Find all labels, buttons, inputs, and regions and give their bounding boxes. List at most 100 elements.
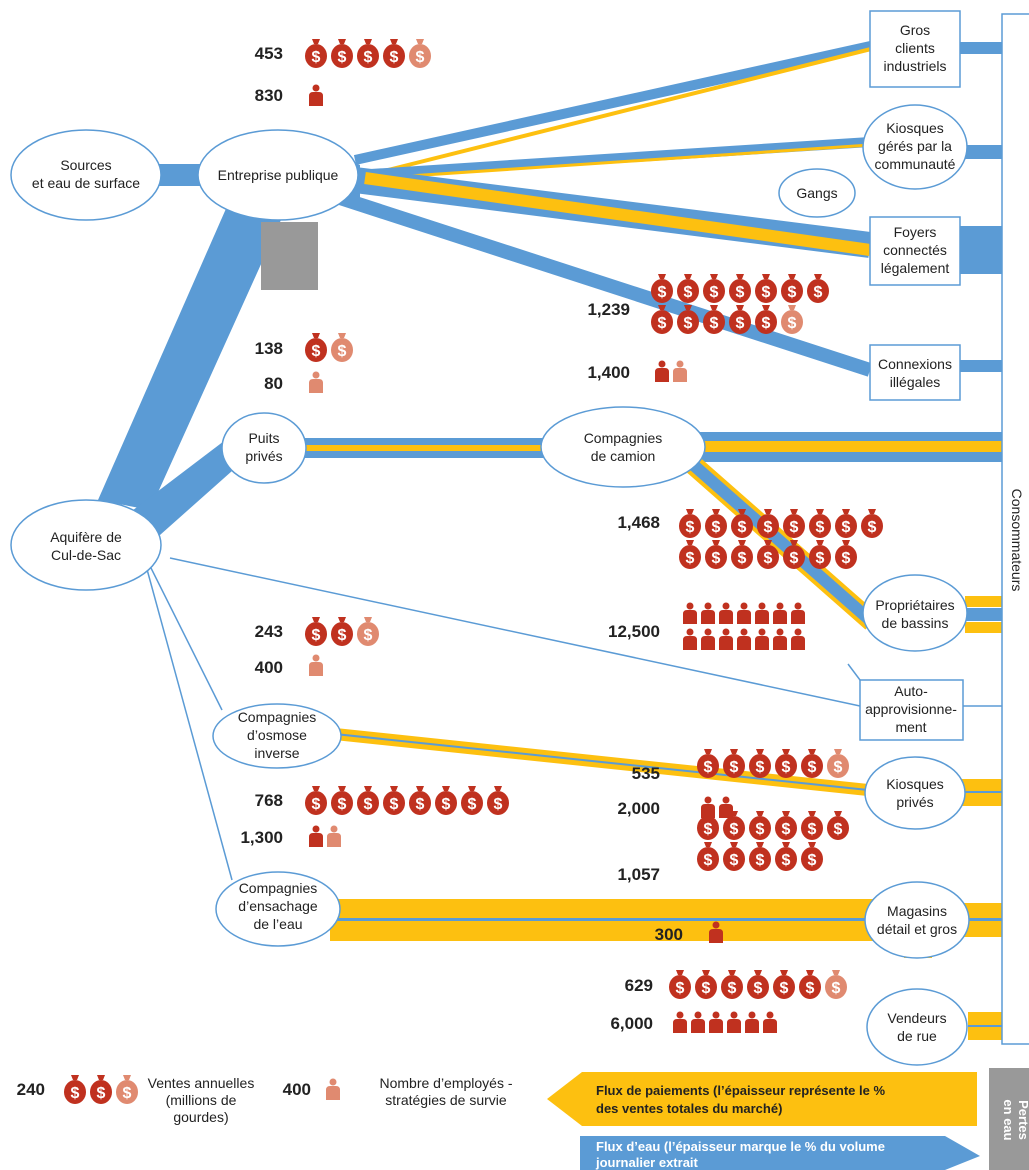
entreprise-employees-icons [309,84,323,106]
money-bag-icon: $ [749,842,771,871]
node-sources[interactable]: Sources et eau de surface [10,129,162,221]
svg-text:$: $ [806,980,815,997]
ensachage-label-line2: d’ensachage [238,898,318,914]
svg-text:$: $ [676,980,685,997]
node-vendeurs-rue[interactable]: Vendeurs de rue [866,988,968,1066]
payment-flow-camion-consumers [690,441,1002,452]
person-half-icon [327,825,341,847]
money-bag-icon: $ [827,811,849,840]
svg-text:$: $ [788,315,797,332]
foyers-line1: Foyers [894,224,937,240]
water-flow-auto-hint [847,663,861,681]
person-icon [309,825,323,847]
money-bag-icon: $ [801,749,823,778]
money-bag-icon: $ [781,274,803,303]
money-bag-half-icon: $ [331,333,353,362]
water-flow-vendeurs-consumers [968,1025,1002,1027]
money-bag-icon: $ [723,842,745,871]
gros-clients-line2: clients [895,40,935,56]
money-bag-icon: $ [677,274,699,303]
osmose-label-line3: inverse [254,745,299,761]
vendeurs-sales-value: 629 [625,976,653,995]
person-icon [773,628,787,650]
node-puits-prives[interactable]: Puits privés [221,412,307,484]
foyers-line2: connectés [883,242,947,258]
person-icon [673,1011,687,1033]
svg-text:$: $ [754,980,763,997]
legend-employees-label-line1: Nombre d’employés - [379,1075,512,1091]
connexions-sales-value: 1,239 [587,300,630,319]
connexions-employees-icons [655,360,687,382]
svg-text:$: $ [494,796,503,813]
node-kiosques-prives[interactable]: Kiosques privés [864,756,966,830]
magasins-employees-value: 300 [655,925,683,944]
gros-clients-line1: Gros [900,22,930,38]
node-foyers[interactable]: Foyers connectés légalement [869,216,961,286]
svg-text:$: $ [808,821,817,838]
vendeurs-sales-icons: $$$$$$$ [669,970,847,999]
foyers-line3: légalement [881,260,950,276]
svg-text:$: $ [834,821,843,838]
connexions-employees-value: 1,400 [587,363,630,382]
money-bag-icon: $ [757,540,779,569]
money-bag-half-icon: $ [357,617,379,646]
auto-line2: approvisionne- [865,701,957,717]
money-bag-icon: $ [679,509,701,538]
money-bag-half-icon: $ [827,749,849,778]
svg-text:$: $ [338,627,347,644]
money-bag-icon: $ [487,786,509,815]
svg-text:$: $ [686,519,695,536]
svg-text:$: $ [712,519,721,536]
legend-person-icon [326,1078,340,1100]
node-layer: Sources et eau de surface Entreprise pub… [10,10,970,1066]
svg-text:$: $ [312,343,321,360]
node-compagnies-ensachage[interactable]: Compagnies d’ensachage de l’eau [215,871,341,947]
puits-label-line2: privés [245,448,282,464]
node-gangs[interactable]: Gangs [778,168,856,218]
node-connexions-illegales[interactable]: Connexions illégales [869,344,961,401]
svg-text:$: $ [842,550,851,567]
kiosques-comm-line3: communauté [875,156,956,172]
money-bag-icon: $ [775,749,797,778]
consumer-flow-connexions [960,360,1002,372]
node-proprietaires-bassins[interactable]: Propriétaires de bassins [862,574,968,652]
node-auto-approvisionnement[interactable]: Auto- approvisionne- ment [859,679,964,741]
svg-text:$: $ [738,550,747,567]
water-flow-ensachage-magasins [330,918,875,921]
person-icon [701,602,715,624]
money-bag-icon: $ [383,39,405,68]
water-loss-legend-line2: en eau [1001,1099,1016,1140]
money-bag-icon: $ [697,842,719,871]
node-compagnies-camion[interactable]: Compagnies de camion [540,406,706,488]
node-gros-clients[interactable]: Gros clients industriels [869,10,961,88]
node-entreprise-publique[interactable]: Entreprise publique [197,129,359,221]
money-bag-icon: $ [775,842,797,871]
node-aquifere[interactable]: Aquifère de Cul-de-Sac [10,499,162,591]
node-magasins[interactable]: Magasins détail et gros [864,881,970,959]
legend-employees-label-line2: stratégies de survie [385,1092,507,1108]
connexions-sales-icons: $$$$$$$$$$$$$ [651,274,829,334]
svg-text:$: $ [390,49,399,66]
person-icon [719,628,733,650]
node-kiosques-communaute[interactable]: Kiosques gérés par la communauté [862,104,968,190]
money-bag-icon: $ [809,540,831,569]
person-icon [709,921,723,943]
money-bag-icon: $ [383,786,405,815]
money-bag-icon: $ [705,540,727,569]
vendeurs-employees-value: 6,000 [610,1014,653,1033]
money-bag-icon: $ [679,540,701,569]
osmose-sales-icons: $$$ [305,617,379,646]
svg-text:$: $ [658,284,667,301]
money-bag-half-icon: $ [116,1075,138,1104]
svg-text:$: $ [712,550,721,567]
water-flow-aquifere-auto [169,557,861,707]
money-bag-icon: $ [749,811,771,840]
svg-text:$: $ [756,852,765,869]
water-flow-aquifere-entreprise [98,195,290,510]
entreprise-label: Entreprise publique [218,167,339,183]
svg-text:$: $ [730,852,739,869]
node-compagnies-osmose[interactable]: Compagnies d’osmose inverse [212,703,342,769]
osmose-employees-value: 400 [255,658,283,677]
legend-sales-label-line2: (millions de [166,1092,237,1108]
